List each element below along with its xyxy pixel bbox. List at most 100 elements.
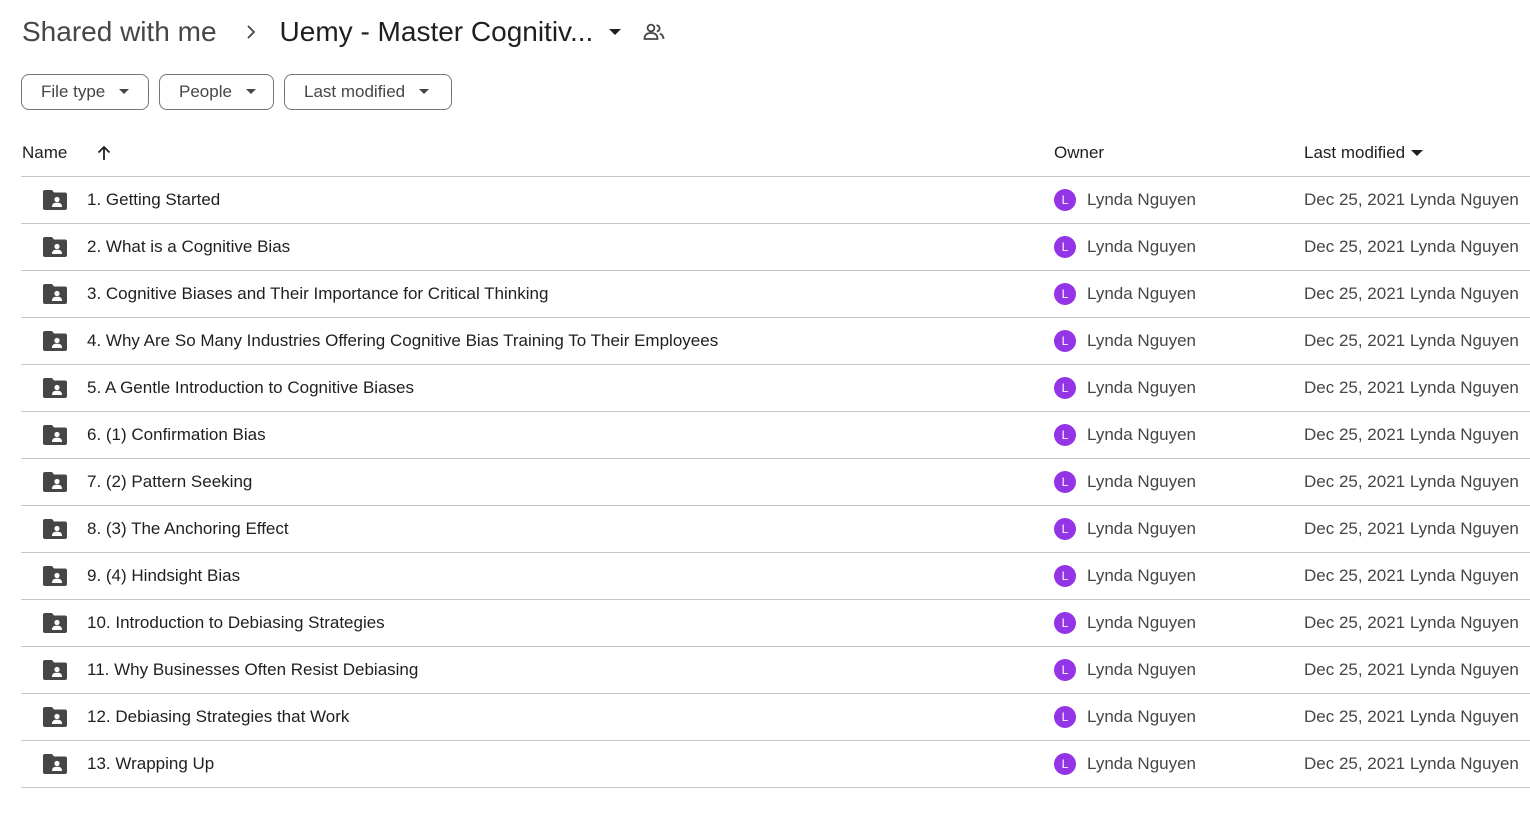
last-modified-cell: Dec 25, 2021 Lynda Nguyen (1304, 472, 1519, 491)
last-modified-cell: Dec 25, 2021 Lynda Nguyen (1304, 237, 1519, 256)
breadcrumb: Shared with me Uemy - Master Cognitiv... (21, 10, 665, 54)
table-row[interactable]: 7. (2) Pattern Seeking L Lynda Nguyen Dec 2… (21, 459, 1530, 506)
shared-folder-icon (43, 660, 67, 680)
file-list-table: Name Owner Last modified 1. Getting Star… (21, 130, 1530, 788)
arrow-drop-down-icon (419, 89, 430, 95)
file-name[interactable]: 1. Getting Started (87, 190, 221, 209)
owner-name: Lynda Nguyen (1087, 754, 1197, 773)
owner-cell: L Lynda Nguyen (1054, 471, 1196, 493)
owner-name: Lynda Nguyen (1087, 519, 1197, 538)
file-name[interactable]: 12. Debiasing Strategies that Work (87, 707, 350, 726)
file-name[interactable]: 7. (2) Pattern Seeking (87, 472, 253, 491)
file-type-filter[interactable]: File type (21, 74, 149, 110)
owner-column-header: Owner (1054, 143, 1105, 162)
arrow-drop-down-icon (1411, 149, 1424, 157)
last-modified-cell: Dec 25, 2021 Lynda Nguyen (1304, 754, 1519, 773)
table-row[interactable]: 3. Cognitive Biases and Their Importance… (21, 271, 1530, 318)
file-name[interactable]: 11. Why Businesses Often Resist Debiasin… (87, 660, 419, 679)
avatar: L (1054, 706, 1076, 728)
file-name[interactable]: 9. (4) Hindsight Bias (87, 566, 241, 585)
avatar: L (1054, 424, 1076, 446)
shared-folder-icon (43, 707, 67, 727)
owner-cell: L Lynda Nguyen (1054, 706, 1196, 728)
breadcrumb-shared-with-me[interactable]: Shared with me (22, 16, 217, 47)
avatar: L (1054, 471, 1076, 493)
file-name[interactable]: 5. A Gentle Introduction to Cognitive Bi… (87, 378, 414, 397)
people-icon[interactable] (643, 23, 665, 41)
owner-name: Lynda Nguyen (1087, 284, 1197, 303)
last-modified-filter[interactable]: Last modified (284, 74, 452, 110)
owner-name: Lynda Nguyen (1087, 331, 1197, 350)
breadcrumb-current-folder[interactable]: Uemy - Master Cognitiv... (280, 16, 622, 48)
file-name[interactable]: 3. Cognitive Biases and Their Importance… (87, 284, 549, 303)
table-row[interactable]: 12. Debiasing Strategies that Work L Lynda… (21, 694, 1530, 741)
last-modified-cell: Dec 25, 2021 Lynda Nguyen (1304, 190, 1519, 209)
shared-folder-icon (43, 378, 67, 398)
table-row[interactable]: 8. (3) The Anchoring Effect L Lynda Nguyen… (21, 506, 1530, 553)
avatar: L (1054, 283, 1076, 305)
arrow-upward-icon[interactable] (96, 145, 112, 161)
file-type-filter-label: File type (41, 82, 106, 101)
shared-folder-icon (43, 331, 67, 351)
owner-cell: L Lynda Nguyen (1054, 377, 1196, 399)
last-modified-filter-label: Last modified (304, 82, 406, 101)
file-name[interactable]: 8. (3) The Anchoring Effect (87, 519, 289, 538)
shared-folder-icon (43, 613, 67, 633)
last-modified-cell: Dec 25, 2021 Lynda Nguyen (1304, 331, 1519, 350)
last-modified-cell: Dec 25, 2021 Lynda Nguyen (1304, 566, 1519, 585)
shared-folder-icon (43, 425, 67, 445)
table-header: Name Owner Last modified (21, 130, 1530, 177)
chevron-right-icon (244, 24, 258, 40)
arrow-drop-down-icon (119, 89, 130, 95)
table-row[interactable]: 4. Why Are So Many Industries Offering C… (21, 318, 1530, 365)
avatar: L (1054, 330, 1076, 352)
table-row[interactable]: 11. Why Businesses Often Resist Debiasin… (21, 647, 1530, 694)
shared-folder-icon (43, 190, 67, 210)
shared-folder-icon (43, 237, 67, 257)
owner-name: Lynda Nguyen (1087, 707, 1197, 726)
last-modified-cell: Dec 25, 2021 Lynda Nguyen (1304, 707, 1519, 726)
avatar: L (1054, 518, 1076, 540)
table-row[interactable]: 5. A Gentle Introduction to Cognitive Bi… (21, 365, 1530, 412)
avatar: L (1054, 377, 1076, 399)
last-modified-cell: Dec 25, 2021 Lynda Nguyen (1304, 613, 1519, 632)
shared-folder-icon (43, 519, 67, 539)
current-folder-title: Uemy - Master Cognitiv... (279, 16, 594, 47)
table-row[interactable]: 10. Introduction to Debiasing Strategies… (21, 600, 1530, 647)
owner-name: Lynda Nguyen (1087, 660, 1197, 679)
last-modified-header-label: Last modified (1304, 143, 1406, 162)
people-filter[interactable]: People (159, 74, 274, 110)
owner-name: Lynda Nguyen (1087, 613, 1197, 632)
owner-cell: L Lynda Nguyen (1054, 283, 1196, 305)
file-name[interactable]: 6. (1) Confirmation Bias (87, 425, 266, 444)
owner-name: Lynda Nguyen (1087, 237, 1197, 256)
filter-bar: File type People Last modified (21, 74, 452, 110)
last-modified-cell: Dec 25, 2021 Lynda Nguyen (1304, 425, 1519, 444)
file-name[interactable]: 2. What is a Cognitive Bias (87, 237, 291, 256)
last-modified-cell: Dec 25, 2021 Lynda Nguyen (1304, 660, 1519, 679)
last-modified-cell: Dec 25, 2021 Lynda Nguyen (1304, 519, 1519, 538)
last-modified-column-header[interactable]: Last modified (1304, 143, 1424, 163)
owner-name: Lynda Nguyen (1087, 190, 1197, 209)
owner-name: Lynda Nguyen (1087, 472, 1197, 491)
file-name[interactable]: 4. Why Are So Many Industries Offering C… (87, 331, 719, 350)
owner-name: Lynda Nguyen (1087, 378, 1197, 397)
file-name[interactable]: 13. Wrapping Up (87, 754, 215, 773)
file-name[interactable]: 10. Introduction to Debiasing Strategies (87, 613, 385, 632)
avatar: L (1054, 565, 1076, 587)
shared-folder-icon (43, 284, 67, 304)
name-column-header[interactable]: Name (22, 143, 112, 163)
